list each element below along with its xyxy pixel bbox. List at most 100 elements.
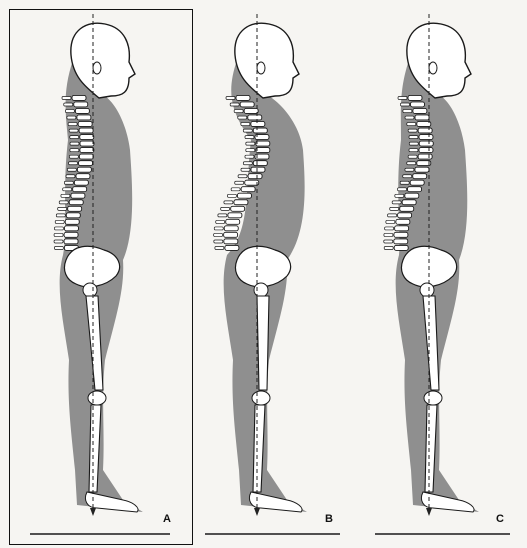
vertebra <box>80 135 94 140</box>
vertebra <box>419 135 433 140</box>
vertebra-process <box>214 233 223 236</box>
vertebra <box>68 206 82 211</box>
vertebra-process <box>400 103 409 106</box>
vertebra <box>256 148 270 153</box>
vertebra <box>231 206 245 211</box>
vertebra-process <box>69 155 78 158</box>
vertebra-process <box>70 149 79 152</box>
vertebra-process <box>67 168 76 171</box>
vertebra <box>79 128 93 133</box>
hip-joint <box>83 283 97 297</box>
vertebra-process <box>69 129 78 132</box>
vertebra-process <box>407 123 416 126</box>
vertebra <box>251 167 265 172</box>
body-silhouette <box>60 60 143 512</box>
vertebra <box>402 200 416 205</box>
vertebra <box>64 226 78 231</box>
vertebra-process <box>54 233 63 236</box>
vertebra-process <box>226 97 235 100</box>
standing-figure-b <box>175 0 355 548</box>
vertebra-process <box>405 168 414 171</box>
vertebra-process <box>67 116 76 119</box>
vertebra <box>410 102 424 107</box>
vertebra-process <box>398 188 407 191</box>
vertebra-process <box>243 162 252 165</box>
body-silhouette <box>396 60 479 512</box>
panel-posture-c: C <box>345 0 527 548</box>
standing-figure-a <box>0 0 190 548</box>
vertebra-process <box>407 162 416 165</box>
vertebra <box>77 167 91 172</box>
vertebra-process <box>392 201 401 204</box>
knee-joint <box>424 391 442 405</box>
vertebra <box>394 232 408 237</box>
vertebra <box>78 121 92 126</box>
vertebra <box>241 187 255 192</box>
vertebra <box>248 174 262 179</box>
vertebra-process <box>384 247 393 250</box>
vertebra-process <box>243 129 252 132</box>
vertebra-process <box>235 181 244 184</box>
vertebra <box>394 239 408 244</box>
vertebra-process <box>54 227 63 230</box>
vertebra-process <box>246 149 255 152</box>
vertebra-process <box>56 214 65 217</box>
vertebra <box>64 232 78 237</box>
vertebra-process <box>230 103 239 106</box>
vertebra-process <box>395 194 404 197</box>
vertebra <box>418 128 432 133</box>
vertebra-process <box>231 188 240 191</box>
vertebra-process <box>224 201 233 204</box>
knee-joint <box>252 391 270 405</box>
vertebra <box>419 141 433 146</box>
hip-joint <box>420 283 434 297</box>
vertebra <box>395 226 409 231</box>
vertebra <box>394 245 408 250</box>
vertebra <box>226 219 240 224</box>
vertebra <box>419 148 433 153</box>
vertebra-process <box>409 142 418 145</box>
vertebra <box>80 148 94 153</box>
vertebra-process <box>405 116 414 119</box>
vertebra <box>253 128 267 133</box>
panel-label-b: B <box>325 513 333 525</box>
vertebra <box>396 219 410 224</box>
vertebra <box>79 161 93 166</box>
panel-posture-a: A <box>0 0 190 548</box>
vertebra-process <box>55 220 64 223</box>
vertebra-process <box>245 136 254 139</box>
vertebra <box>251 121 265 126</box>
vertebra-process <box>390 207 399 210</box>
vertebra <box>248 115 262 120</box>
vertebra-process <box>408 129 417 132</box>
vertebra <box>415 167 429 172</box>
vertebra-process <box>409 149 418 152</box>
vertebra <box>65 219 79 224</box>
standing-figure-c <box>345 0 527 548</box>
vertebra-process <box>409 136 418 139</box>
vertebra-process <box>59 201 68 204</box>
plumb-arrow <box>254 508 260 516</box>
vertebra <box>72 95 86 100</box>
vertebra-process <box>54 247 63 250</box>
vertebra-process <box>245 155 254 158</box>
vertebra <box>66 213 80 218</box>
hip-joint <box>254 283 268 297</box>
vertebra <box>244 108 258 113</box>
vertebra <box>225 245 239 250</box>
vertebra-process <box>63 188 72 191</box>
vertebra <box>224 226 238 231</box>
vertebra <box>73 187 87 192</box>
vertebra-process <box>246 142 255 145</box>
vertebra <box>237 193 251 198</box>
vertebra-process <box>385 227 394 230</box>
vertebra <box>71 193 85 198</box>
vertebra <box>408 187 422 192</box>
vertebra-process <box>388 214 397 217</box>
vertebra <box>234 200 248 205</box>
vertebra-process <box>238 175 247 178</box>
vertebra-process <box>403 175 412 178</box>
vertebra <box>80 141 94 146</box>
vertebra <box>256 141 270 146</box>
vertebra-process <box>216 220 225 223</box>
